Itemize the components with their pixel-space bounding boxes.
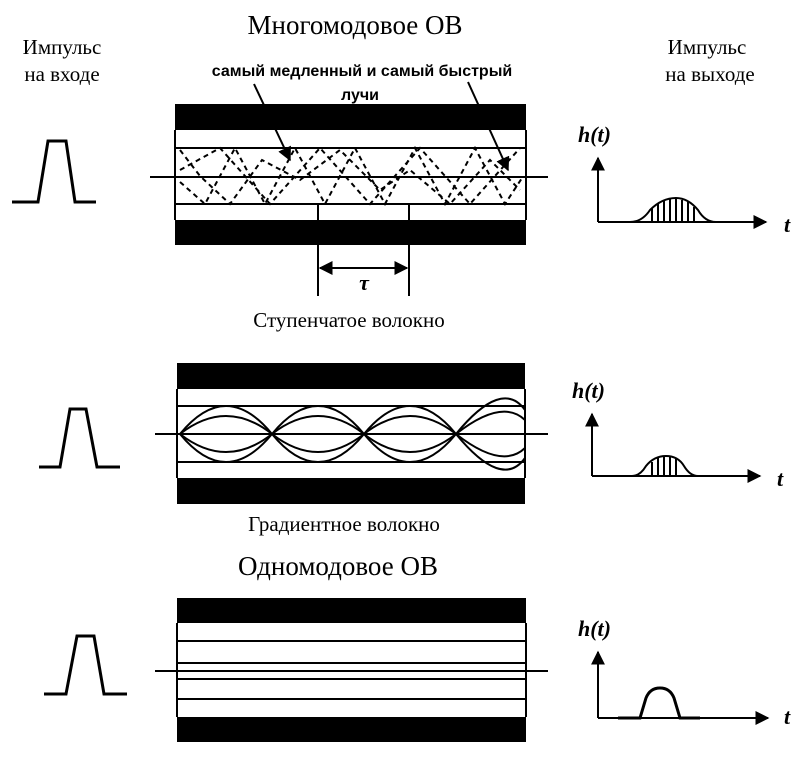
slow-ray-pointer <box>253 83 291 162</box>
input-pulse-3 <box>44 634 127 696</box>
y-axis-label: h(t) <box>578 122 611 147</box>
rays-label-line2: лучи <box>341 87 379 104</box>
graded-ray-paths <box>179 397 526 471</box>
output-pulse-2 <box>610 454 720 477</box>
cladding-jacket-top <box>177 598 526 623</box>
step-index-caption: Ступенчатое волокно <box>253 308 444 332</box>
x-axis-label: t <box>784 704 791 729</box>
output-pulse-header-line2: на выходе <box>665 62 754 86</box>
output-pulse-header-line1: Импульс <box>668 35 747 59</box>
cladding-jacket-top <box>177 363 525 389</box>
input-pulse-2 <box>39 407 120 469</box>
cladding-jacket-top <box>175 104 526 130</box>
input-pulse-header-line2: на входе <box>24 62 99 86</box>
input-pulse-1 <box>12 139 96 204</box>
output-pulse-1 <box>612 196 740 223</box>
output-plot-3: h(t) t <box>578 616 791 729</box>
singlemode-title: Одномодовое ОВ <box>238 551 438 581</box>
cladding-jacket-bottom <box>175 220 526 245</box>
graded-index-fiber <box>155 363 548 504</box>
output-plot-1: h(t) t <box>578 122 791 237</box>
cladding-jacket-bottom <box>177 717 526 742</box>
dispersed-ray-components <box>651 199 695 222</box>
cladding-jacket-bottom <box>177 478 525 504</box>
y-axis-label: h(t) <box>572 378 605 403</box>
x-axis-label: t <box>777 466 784 491</box>
step-index-fiber: τ <box>150 81 548 296</box>
single-mode-fiber <box>155 598 548 742</box>
output-pulse-3 <box>618 686 700 720</box>
tau-label: τ <box>359 270 370 295</box>
input-pulse-header-line1: Импульс <box>23 35 102 59</box>
multimode-title: Многомодовое ОВ <box>247 10 462 40</box>
output-plot-2: h(t) t <box>572 378 784 491</box>
dispersed-ray-components <box>651 457 677 476</box>
fast-ray-pointer <box>467 81 510 172</box>
y-axis-label: h(t) <box>578 616 611 641</box>
fast-ray <box>179 146 521 206</box>
rays-label-line1: самый медленный и самый быстрый <box>212 63 512 80</box>
graded-index-caption: Градиентное волокно <box>248 512 440 536</box>
slow-ray <box>179 145 523 207</box>
x-axis-label: t <box>784 212 791 237</box>
